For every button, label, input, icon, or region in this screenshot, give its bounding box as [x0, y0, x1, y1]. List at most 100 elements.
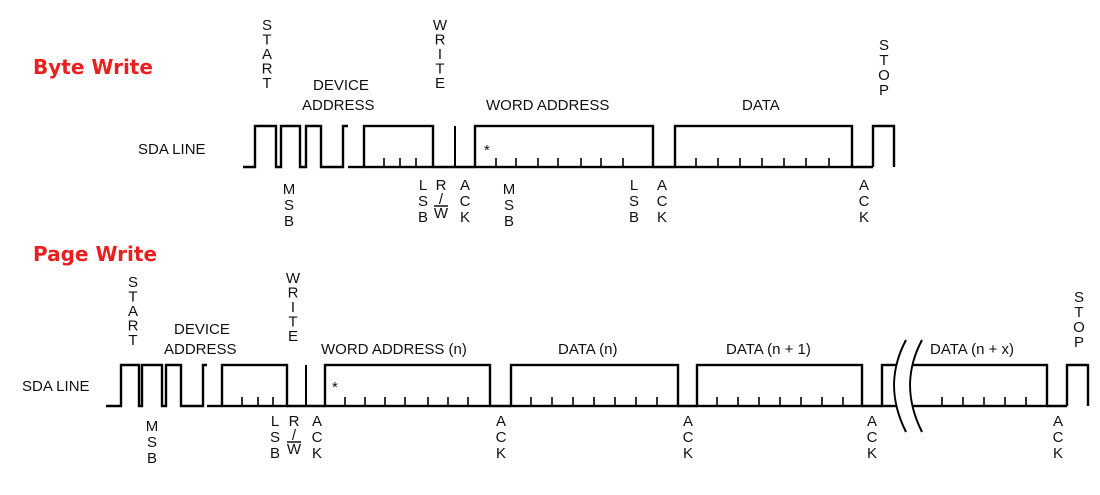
byte-write-sda-line-label: SDA LINE	[138, 141, 206, 158]
page-write-data-nx-label: DATA (n + x)	[930, 341, 1014, 358]
byte-write-write-label-char: W	[433, 17, 448, 34]
bit-tick-layer	[241, 158, 1027, 406]
page-write-ack-label-1-char: C	[312, 429, 323, 446]
page-write-ack-label-4: ACK	[867, 413, 878, 462]
page-write-device-address-wave	[106, 363, 207, 408]
byte-write-device-address-block	[362, 124, 435, 169]
byte-write-msb-label-2: MSB	[503, 181, 516, 230]
byte-write-ack-label-1-char: K	[460, 209, 470, 226]
page-write-write-label-char: W	[286, 270, 301, 287]
byte-write-stop-label-char: T	[879, 52, 888, 69]
page-write-write-label-char: T	[288, 314, 297, 331]
page-write-rw-label-char: /	[292, 427, 297, 444]
page-write-msb-label-char: B	[147, 450, 157, 467]
page-write-device-address-label-2: ADDRESS	[164, 341, 237, 358]
byte-write-lsb-label-2-char: B	[629, 209, 639, 226]
page-write-write-label-char: R	[288, 285, 299, 302]
page-write-ack-label-3-char: K	[683, 445, 693, 462]
byte-write-rw-label-char: R	[436, 177, 447, 194]
page-write-ack-label-3: ACK	[683, 413, 694, 462]
page-write-break-line-right	[909, 339, 923, 433]
byte-write-lsb-label: LSB	[418, 177, 428, 226]
byte-write-write-label-char: I	[438, 46, 442, 63]
page-write-msb-label: MSB	[146, 418, 159, 467]
byte-write-ack-label-2-char: C	[657, 193, 668, 210]
byte-write-msb-label-2-char: B	[504, 213, 514, 230]
page-write-lsb-label: LSB	[270, 413, 280, 462]
byte-write-msb-label-char: M	[283, 181, 296, 198]
byte-write-ack-label-3-char: C	[859, 193, 870, 210]
page-write-ack-label-5-char: A	[1053, 413, 1063, 430]
page-write-start-label-char: S	[128, 274, 138, 291]
page-write-ack-label-2-char: C	[496, 429, 507, 446]
byte-write-lsb-label-2: LSB	[629, 177, 639, 226]
page-write-lsb-label-char: S	[270, 429, 280, 446]
byte-write-start-label-char: R	[262, 61, 273, 78]
page-write-ack-label-2-char: A	[496, 413, 506, 430]
page-write-ack-label-3-char: A	[683, 413, 693, 430]
page-write-device-address-label-1: DEVICE	[174, 321, 230, 338]
byte-write-ack-label-1-char: A	[460, 177, 470, 194]
byte-write-ack-label-1-char: C	[460, 193, 471, 210]
byte-write-msb-label-char: B	[284, 213, 294, 230]
page-write-ack-label-1: ACK	[312, 413, 323, 462]
byte-write-start-label-char: T	[262, 32, 271, 49]
byte-write-data-label: DATA	[742, 97, 780, 114]
byte-write-ack-label-2-char: K	[657, 209, 667, 226]
byte-write-word-address-label: WORD ADDRESS	[486, 97, 609, 114]
page-write-ack-label-1-char: A	[312, 413, 322, 430]
page-write-ack-label-4-char: K	[867, 445, 877, 462]
page-write-rw-label: R/W	[287, 413, 302, 458]
page-write-ack-label-5: ACK	[1053, 413, 1064, 462]
page-write-ack-label-5-char: C	[1053, 429, 1064, 446]
page-write-rw-label-char: W	[287, 441, 302, 458]
byte-write-rw-label-char: /	[439, 191, 444, 208]
page-write-rw-label-char: R	[289, 413, 300, 430]
byte-write-ack-label-3-char: K	[859, 209, 869, 226]
byte-write-ack-label-2-char: A	[657, 177, 667, 194]
byte-write-lsb-label-char: L	[419, 177, 427, 194]
page-write-msb-label-char: M	[146, 418, 159, 435]
byte-write-start-label-char: T	[262, 75, 271, 92]
page-write-star-marker: *	[332, 379, 338, 396]
page-write-ack-label-5-char: K	[1053, 445, 1063, 462]
byte-write-stop-label-char: S	[879, 37, 889, 54]
byte-write-rw-label: R/W	[434, 177, 449, 222]
byte-write-device-address-label-2: ADDRESS	[302, 97, 375, 114]
byte-write-msb-label-2-char: M	[503, 181, 516, 198]
page-write-break-line-left	[893, 339, 907, 433]
page-write-data-n1-label: DATA (n + 1)	[726, 341, 811, 358]
page-write-start-label-char: A	[128, 303, 138, 320]
byte-write-ack-label-3-char: A	[859, 177, 869, 194]
page-write-ack-label-3-char: C	[683, 429, 694, 446]
byte-write-start-label-char: A	[262, 46, 272, 63]
page-write-break-gap	[894, 340, 922, 432]
byte-write-msb-label: MSB	[283, 181, 296, 230]
byte-write-data-block	[673, 124, 854, 169]
byte-write-device-address-wave	[243, 124, 348, 169]
byte-write-ack-label-1: ACK	[460, 177, 471, 226]
byte-write-msb-label-2-char: S	[504, 197, 514, 214]
vertical-label-layer: STARTWRITESTOPMSBLSBR/WACKMSBLSBACKACKST…	[128, 17, 1085, 467]
byte-write-lsb-label-char: B	[418, 209, 428, 226]
page-write-lsb-label-char: L	[271, 413, 279, 430]
page-write-ack-label-2: ACK	[496, 413, 507, 462]
page-write-stop-pulse	[1065, 363, 1090, 406]
waveform-layer	[106, 124, 1090, 433]
byte-write-device-address-label-1: DEVICE	[313, 77, 369, 94]
page-write-write-label-char: I	[291, 299, 295, 316]
page-write-ack-label-4-char: A	[867, 413, 877, 430]
byte-write-star-marker: *	[484, 142, 490, 159]
byte-write-lsb-label-2-char: L	[630, 177, 638, 194]
page-write-stop-label-char: P	[1074, 334, 1084, 351]
page-write-title: Page Write	[33, 242, 157, 266]
page-write-start-label-char: R	[128, 318, 139, 335]
byte-write-ack-label-3: ACK	[859, 177, 870, 226]
byte-write-msb-label-char: S	[284, 197, 294, 214]
